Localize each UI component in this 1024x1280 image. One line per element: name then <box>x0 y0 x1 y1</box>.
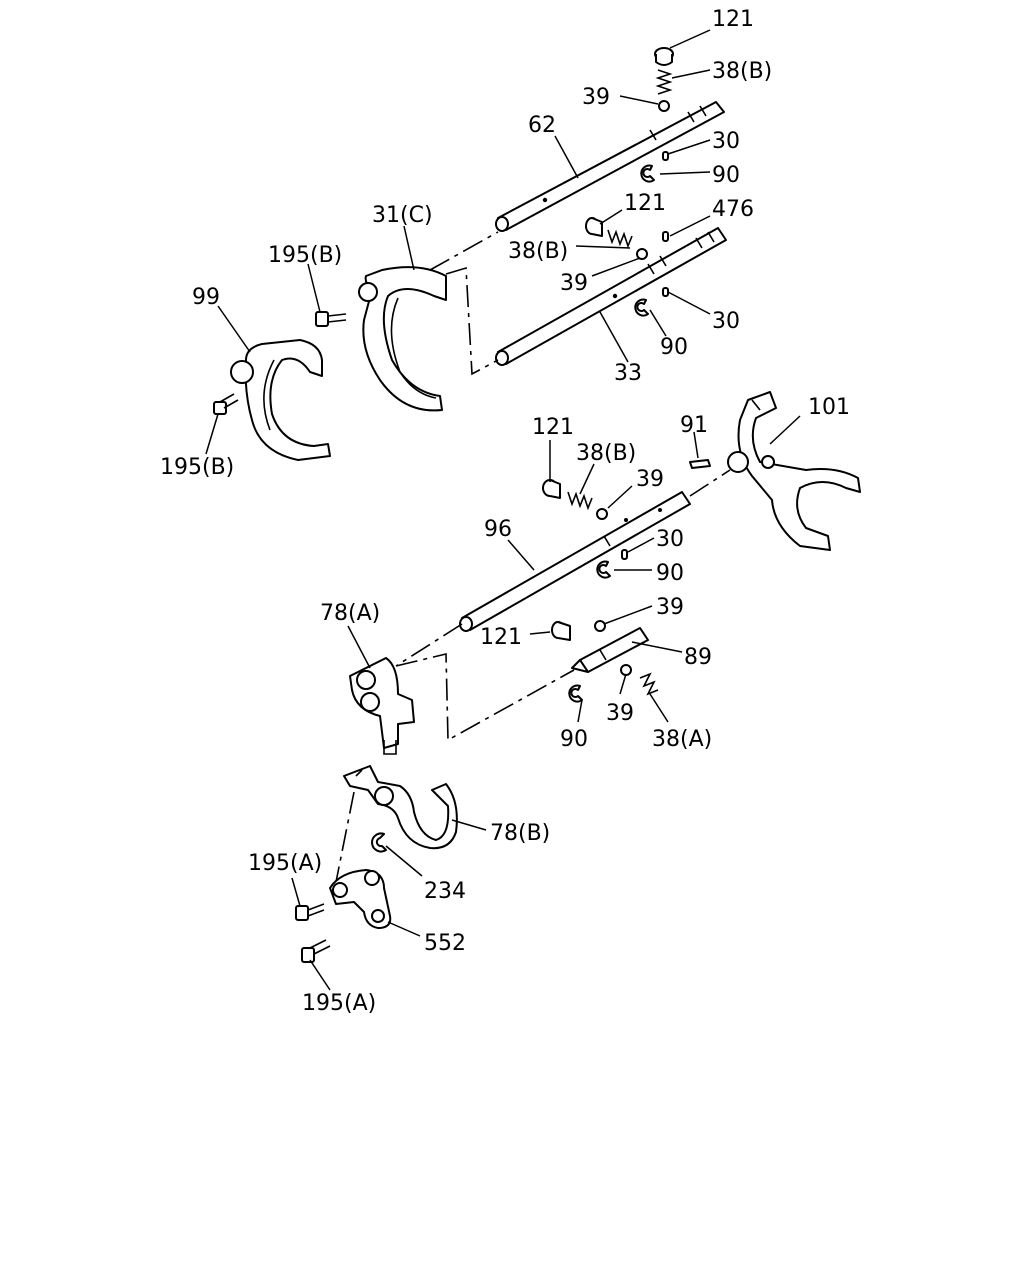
fork-78b <box>343 765 458 850</box>
spring-38b-b <box>607 229 633 249</box>
shaft-33 <box>495 227 727 366</box>
clip-90-c <box>596 560 611 579</box>
clip-90-top <box>640 164 655 183</box>
plug-121-top <box>654 47 674 66</box>
label-39-b: 39 <box>560 271 588 296</box>
label-39-e: 39 <box>606 701 634 726</box>
spring-38a <box>639 672 659 696</box>
label-90-top: 90 <box>712 163 740 188</box>
ball-39-e <box>620 664 632 676</box>
label-90-c: 90 <box>656 561 684 586</box>
pin-30-b <box>662 287 669 297</box>
label-121-d: 121 <box>480 625 522 650</box>
plug-121-b <box>585 217 603 237</box>
connector-dash-96 <box>395 469 731 667</box>
connector-dash-lower <box>335 791 355 883</box>
label-39-d: 39 <box>656 595 684 620</box>
label-121-b: 121 <box>624 191 666 216</box>
ball-39-c <box>596 508 608 520</box>
label-195b-top: 195(B) <box>268 243 342 268</box>
label-39-c: 39 <box>636 467 664 492</box>
pin-30-top <box>662 151 669 161</box>
label-91: 91 <box>680 413 708 438</box>
bracket-552 <box>329 869 392 929</box>
fork-99 <box>230 339 331 461</box>
plug-121-d <box>551 621 571 641</box>
label-38b-top: 38(B) <box>712 59 772 84</box>
label-552: 552 <box>424 931 466 956</box>
label-195b-bot: 195(B) <box>160 455 234 480</box>
label-234: 234 <box>424 879 466 904</box>
label-30-c: 30 <box>656 527 684 552</box>
ball-39-d <box>594 620 606 632</box>
label-101: 101 <box>808 395 850 420</box>
connector-dash-upper <box>429 231 499 376</box>
label-38b-c: 38(B) <box>576 441 636 466</box>
label-62: 62 <box>528 113 556 138</box>
pin-91 <box>689 459 711 469</box>
plug-121-c <box>542 479 561 499</box>
bolt-195b-bot <box>213 393 239 415</box>
rod-89 <box>571 627 649 673</box>
pin-476 <box>662 231 669 242</box>
connector-dash-middle <box>395 652 575 742</box>
fork-101 <box>727 391 861 551</box>
label-39-top: 39 <box>582 85 610 110</box>
label-195a-top: 195(A) <box>248 851 322 876</box>
label-90-b: 90 <box>660 335 688 360</box>
clip-90-b <box>634 298 649 317</box>
shaft-96 <box>459 491 691 632</box>
label-90-d: 90 <box>560 727 588 752</box>
label-78a: 78(A) <box>320 601 380 626</box>
clip-234 <box>371 832 387 853</box>
spring-38b-c <box>567 491 593 511</box>
pin-30-c <box>621 549 628 560</box>
bolt-195a-top <box>295 903 325 921</box>
ball-39-top <box>658 100 670 112</box>
label-31c: 31(C) <box>372 203 433 228</box>
label-89: 89 <box>684 645 712 670</box>
label-33: 33 <box>614 361 642 386</box>
label-121-c: 121 <box>532 415 574 440</box>
ball-39-b <box>636 248 648 260</box>
label-78b: 78(B) <box>490 821 550 846</box>
label-476: 476 <box>712 197 754 222</box>
lever-78a <box>349 657 415 755</box>
label-195a-bot: 195(A) <box>302 991 376 1016</box>
spring-38b-top <box>655 69 673 95</box>
label-30-b: 30 <box>712 309 740 334</box>
callout-labels: 121 38(B) 39 62 30 90 31(C) 121 476 38(B… <box>160 7 850 1016</box>
label-121-top: 121 <box>712 7 754 32</box>
bolt-195b-top <box>315 311 347 327</box>
fork-31c <box>358 266 447 412</box>
bolt-195a-bot <box>301 939 331 963</box>
label-30-top: 30 <box>712 129 740 154</box>
label-99: 99 <box>192 285 220 310</box>
leader-lines <box>205 29 801 991</box>
label-38b-b: 38(B) <box>508 239 568 264</box>
clip-90-d <box>568 684 583 703</box>
label-96: 96 <box>484 517 512 542</box>
shaft-62 <box>495 101 725 232</box>
label-38a: 38(A) <box>652 727 712 752</box>
